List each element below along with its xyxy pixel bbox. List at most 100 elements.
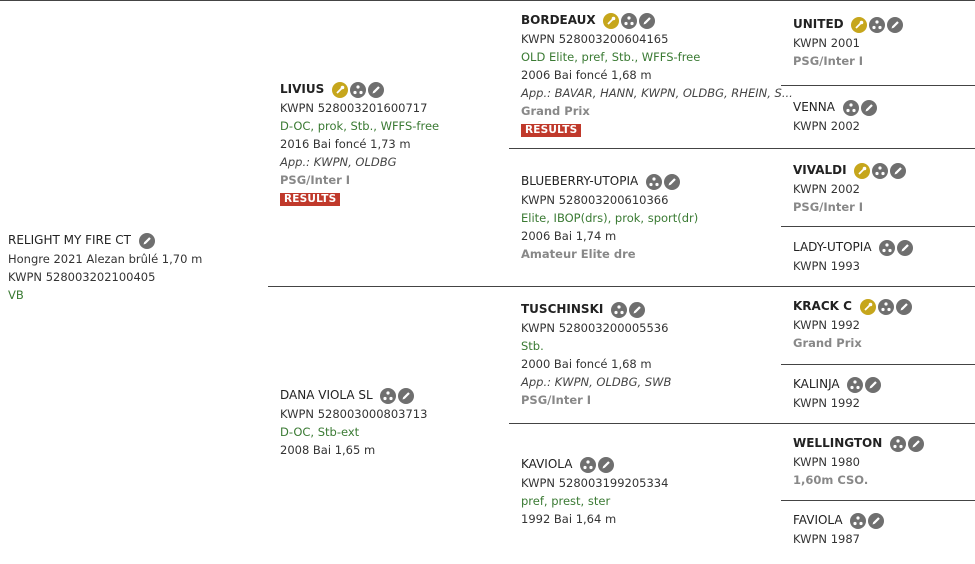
sdd-name[interactable]: LADY-UTOPIA (793, 240, 872, 254)
sire-sire-card: BORDEAUX KWPN 528003200604165 OLD Elite,… (521, 11, 793, 138)
pedigree-tree-icon[interactable] (611, 302, 627, 318)
dam-card: DANA VIOLA SL KWPN 528003000803713 D-OC,… (280, 386, 427, 459)
pedigree-tree-icon[interactable] (645, 174, 662, 190)
subject-status: VB (8, 287, 24, 302)
sdd-card: LADY-UTOPIA KWPN 1993 (793, 238, 915, 275)
ddd-name[interactable]: FAVIOLA (793, 513, 843, 527)
dd-desc: 1992 Bai 1,64 m (521, 511, 617, 526)
dds-card: WELLINGTON KWPN 1980 1,60m CSO. (793, 434, 926, 489)
sire-level: PSG/Inter I (280, 172, 351, 187)
ss-desc: 2006 Bai foncé 1,68 m (521, 67, 652, 82)
sire-card: LIVIUS KWPN 528003201600717 D-OC, prok, … (280, 80, 439, 207)
divider-g3-4 (781, 500, 975, 501)
dam-name[interactable]: DANA VIOLA SL (280, 388, 373, 402)
stallion-key-icon[interactable] (603, 13, 620, 29)
stallion-key-icon[interactable] (854, 163, 871, 179)
sd-desc: 2006 Bai 1,74 m (521, 228, 617, 243)
edit-pencil-icon[interactable] (887, 17, 904, 33)
ssd-card: VENNA KWPN 2002 (793, 98, 879, 135)
sire-predicates: D-OC, prok, Stb., WFFS-free (280, 118, 440, 133)
dd-name[interactable]: KAVIOLA (521, 457, 573, 471)
dd-predicates: pref, prest, ster (521, 493, 611, 508)
dam-sire-card: TUSCHINSKI KWPN 528003200005536 Stb. 200… (521, 300, 671, 409)
divider-g3-2 (781, 226, 975, 227)
stallion-key-icon[interactable] (851, 17, 868, 33)
edit-pencil-icon[interactable] (639, 13, 656, 29)
stallion-key-icon[interactable] (859, 299, 876, 315)
dss-reg: KWPN 1992 (793, 317, 860, 332)
dam-reg: KWPN 528003000803713 (280, 406, 428, 421)
pedigree-tree-icon[interactable] (889, 436, 906, 452)
subject-desc: Hongre 2021 Alezan brûlé 1,70 m (8, 251, 203, 266)
edit-pencil-icon[interactable] (398, 388, 415, 404)
pedigree-tree-icon[interactable] (872, 163, 889, 179)
edit-pencil-icon[interactable] (860, 100, 877, 116)
pedigree-tree-icon[interactable] (621, 13, 638, 29)
dam-desc: 2008 Bai 1,65 m (280, 442, 376, 457)
dam-predicates: D-OC, Stb-ext (280, 424, 360, 439)
edit-pencil-icon[interactable] (367, 82, 384, 98)
dss-level: Grand Prix (793, 335, 862, 350)
subject-name[interactable]: RELIGHT MY FIRE CT (8, 233, 131, 247)
pedigree-tree-icon[interactable] (850, 513, 867, 529)
edit-pencil-icon[interactable] (907, 436, 924, 452)
pedigree-tree-icon[interactable] (869, 17, 886, 33)
edit-pencil-icon[interactable] (897, 240, 914, 256)
ss-reg: KWPN 528003200604165 (521, 31, 669, 46)
sd-predicates: Elite, IBOP(drs), prok, sport(dr) (521, 210, 699, 225)
pedigree-tree-icon[interactable] (847, 377, 864, 393)
sss-reg: KWPN 2001 (793, 35, 860, 50)
dds-name[interactable]: WELLINGTON (793, 436, 883, 450)
pedigree-tree-icon[interactable] (877, 299, 894, 315)
dsd-name[interactable]: KALINJA (793, 377, 840, 391)
divider-g3-3 (781, 364, 975, 365)
sdd-reg: KWPN 1993 (793, 258, 860, 273)
stallion-key-icon[interactable] (331, 82, 348, 98)
ss-predicates: OLD Elite, pref, Stb., WFFS-free (521, 49, 701, 64)
ssd-name[interactable]: VENNA (793, 100, 835, 114)
sire-results-button[interactable]: RESULTS (280, 192, 341, 206)
ss-name[interactable]: BORDEAUX (521, 13, 596, 27)
dsd-reg: KWPN 1992 (793, 395, 860, 410)
subject-reg: KWPN 528003202100405 (8, 269, 156, 284)
ds-reg: KWPN 528003200005536 (521, 320, 669, 335)
sire-reg: KWPN 528003201600717 (280, 100, 428, 115)
divider-ds-dd (509, 423, 975, 424)
ss-results-button[interactable]: RESULTS (521, 123, 582, 137)
ddd-card: FAVIOLA KWPN 1987 (793, 511, 886, 548)
edit-pencil-icon[interactable] (890, 163, 907, 179)
edit-pencil-icon[interactable] (629, 302, 645, 318)
ss-approvals: App.: BAVAR, HANN, KWPN, OLDBG, RHEIN, S… (521, 85, 793, 100)
divider-g3-1 (781, 85, 975, 86)
sss-card: UNITED KWPN 2001 PSG/Inter I (793, 15, 905, 70)
pedigree-tree-icon[interactable] (349, 82, 366, 98)
dsd-card: KALINJA KWPN 1992 (793, 375, 883, 412)
dss-name[interactable]: KRACK C (793, 299, 852, 313)
pedigree-tree-icon[interactable] (580, 457, 597, 473)
sss-name[interactable]: UNITED (793, 17, 844, 31)
subject-horse: RELIGHT MY FIRE CT Hongre 2021 Alezan br… (8, 231, 202, 304)
divider-ss-sd (509, 148, 975, 149)
sds-level: PSG/Inter I (793, 199, 864, 214)
edit-pencil-icon[interactable] (895, 299, 912, 315)
sd-name[interactable]: BLUEBERRY-UTOPIA (521, 174, 639, 188)
ds-name[interactable]: TUSCHINSKI (521, 302, 604, 316)
dds-level: 1,60m CSO. (793, 472, 869, 487)
edit-pencil-icon[interactable] (138, 233, 155, 249)
ds-approvals: App.: KWPN, OLDBG, SWB (521, 374, 672, 389)
ssd-reg: KWPN 2002 (793, 118, 860, 133)
divider-top (0, 0, 975, 1)
pedigree-tree-icon[interactable] (879, 240, 896, 256)
sd-level: Amateur Elite dre (521, 246, 636, 261)
sire-name[interactable]: LIVIUS (280, 82, 325, 96)
dss-card: KRACK C KWPN 1992 Grand Prix (793, 297, 914, 352)
sds-card: VIVALDI KWPN 2002 PSG/Inter I (793, 161, 908, 216)
edit-pencil-icon[interactable] (865, 377, 882, 393)
dd-reg: KWPN 528003199205334 (521, 475, 669, 490)
pedigree-tree-icon[interactable] (842, 100, 859, 116)
edit-pencil-icon[interactable] (868, 513, 885, 529)
edit-pencil-icon[interactable] (663, 174, 680, 190)
sds-name[interactable]: VIVALDI (793, 163, 847, 177)
edit-pencil-icon[interactable] (598, 457, 615, 473)
pedigree-tree-icon[interactable] (380, 388, 397, 404)
